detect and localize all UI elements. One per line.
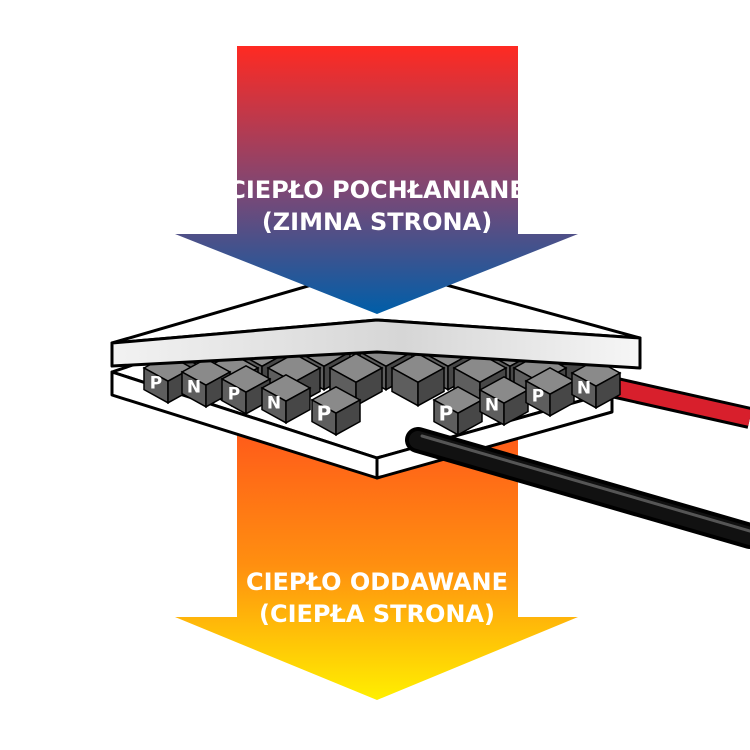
element-letter: N <box>485 395 499 415</box>
semiconductor-cube: N <box>260 373 312 425</box>
semiconductor-cube: P <box>524 366 576 418</box>
element-letter: P <box>150 373 162 393</box>
semiconductor-cube: P <box>310 385 362 437</box>
element-letter: N <box>267 393 281 413</box>
element-letter: N <box>187 377 201 397</box>
semiconductor-cube <box>390 352 446 407</box>
cold-side-label-line1: CIEPŁO POCHŁANIANE <box>228 176 526 204</box>
semiconductor-cube: P <box>432 385 484 437</box>
hot-side-label-line1: CIEPŁO ODDAWANE <box>246 568 508 596</box>
element-letter: P <box>317 401 332 425</box>
cold-side-arrow <box>175 46 578 314</box>
cold-side-label-line2: (ZIMNA STRONA) <box>262 208 492 236</box>
element-letter: P <box>532 386 544 406</box>
black-wire <box>405 427 750 549</box>
element-letter: P <box>439 401 454 425</box>
hot-side-arrow <box>175 430 578 700</box>
element-letter: P <box>228 384 240 404</box>
element-letter: N <box>577 378 591 398</box>
semiconductor-cube: N <box>478 375 530 427</box>
semiconductor-cube: P <box>220 364 272 416</box>
hot-side-label-line2: (CIEPŁA STRONA) <box>259 600 495 628</box>
red-wire <box>609 376 750 429</box>
